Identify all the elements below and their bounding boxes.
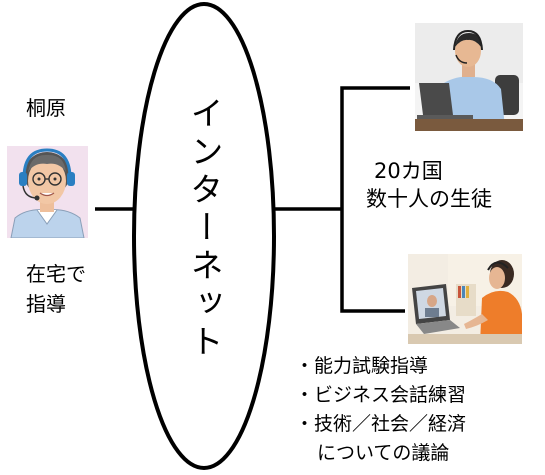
students-count-line-1: 20カ国 xyxy=(374,159,443,183)
student-photo-top xyxy=(415,23,523,131)
teacher-role-line-2: 指導 xyxy=(26,292,66,316)
teacher-avatar xyxy=(7,146,88,238)
internet-ellipse xyxy=(132,2,276,470)
topic-item-continuation: についての議論 xyxy=(317,442,450,464)
teacher-role-line-1: 在宅で xyxy=(26,262,86,286)
teacher-headset-icon xyxy=(7,146,88,238)
students-count-line-2: 数十人の生徒 xyxy=(366,187,492,211)
woman-video-call-icon xyxy=(408,254,522,344)
topic-item: ・技術／社会／経済 xyxy=(295,413,467,435)
topic-item: ・ビジネス会話練習 xyxy=(295,384,467,406)
internet-label: インターネット xyxy=(185,96,224,362)
topics-list: ・能力試験指導 ・ビジネス会話練習 ・技術／社会／経済 についての議論 xyxy=(295,352,466,468)
students-bracket xyxy=(340,86,410,313)
teacher-name: 桐原 xyxy=(26,96,66,120)
topic-item: ・能力試験指導 xyxy=(295,355,429,377)
student-photo-bottom xyxy=(408,254,522,344)
man-headset-laptop-icon xyxy=(415,23,523,131)
